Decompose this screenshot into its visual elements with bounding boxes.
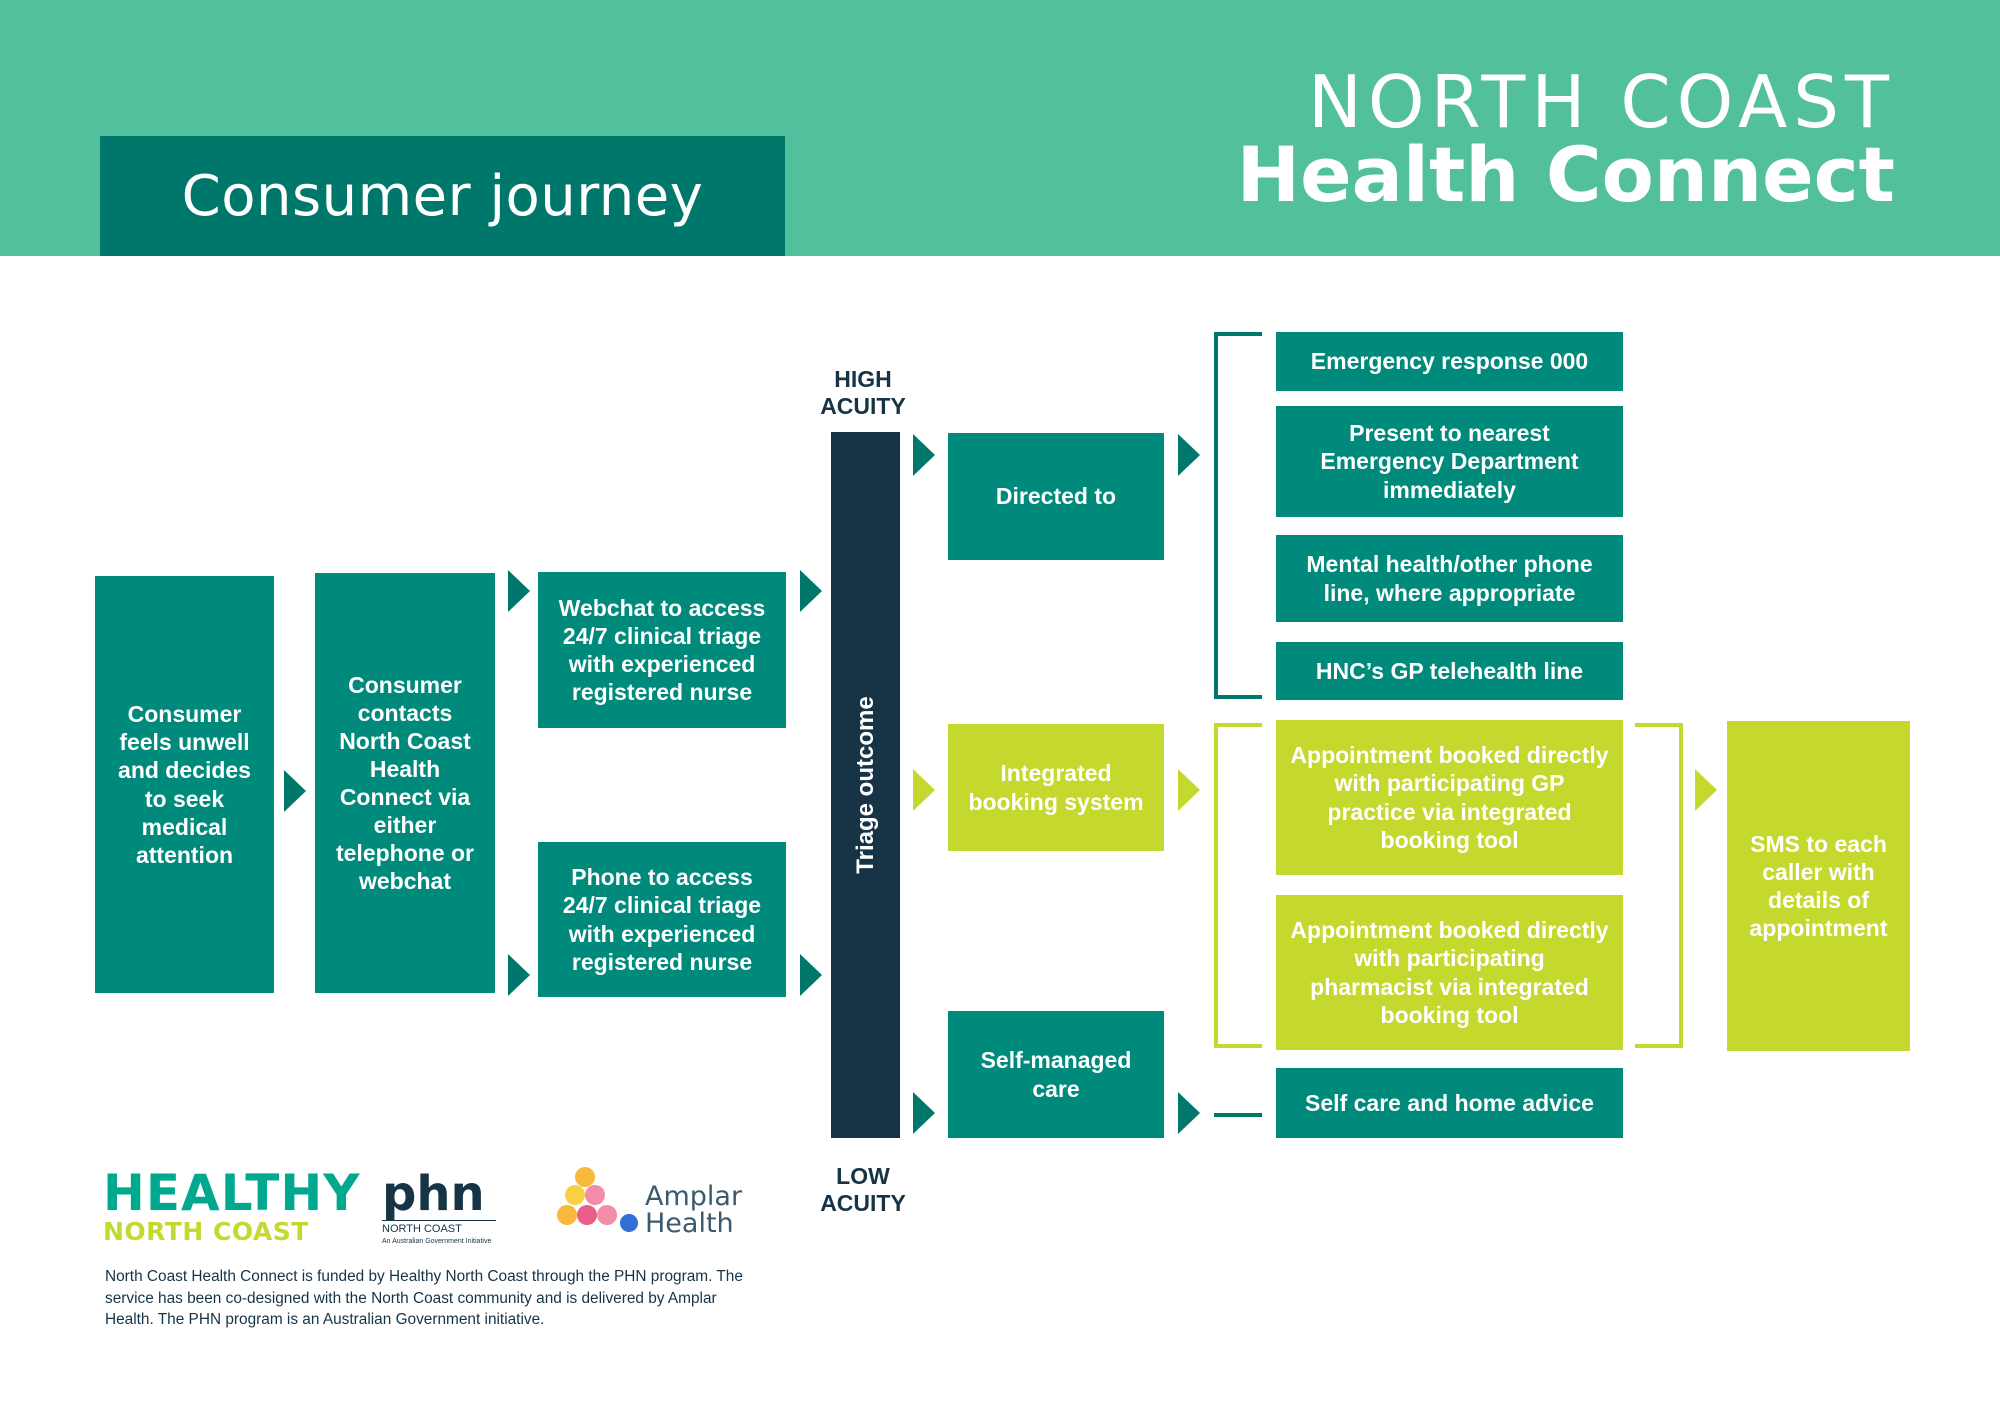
outcome-self-managed-label: Self-managed care xyxy=(980,1047,1132,1102)
dest-mental-health-label: Mental health/other phone line, where ap… xyxy=(1306,551,1593,606)
step-webchat-label: Webchat to access 24/7 clinical triage w… xyxy=(558,594,766,706)
dest-self-care: Self care and home advice xyxy=(1276,1068,1623,1138)
arrow-triage-to-directed xyxy=(913,434,935,476)
phn-logo: phn NORTH COAST An Australian Government… xyxy=(382,1170,512,1247)
arrow-webchat-to-triage xyxy=(800,570,822,612)
amplar-logo-text: Amplar xyxy=(645,1181,743,1212)
dest-pharmacist-booking: Appointment booked directly with partici… xyxy=(1276,895,1623,1050)
step-start: Consumer feels unwell and decides to see… xyxy=(95,576,274,993)
amplar-logo-icon xyxy=(557,1167,638,1232)
triage-outcome-bar xyxy=(831,432,900,1138)
dest-self-care-label: Self care and home advice xyxy=(1305,1089,1594,1116)
outcome-integrated-label: Integrated booking system xyxy=(968,760,1144,815)
step-start-label: Consumer feels unwell and decides to see… xyxy=(118,701,251,868)
dest-emergency-department: Present to nearest Emergency Department … xyxy=(1276,406,1623,517)
outcome-directed: Directed to xyxy=(948,433,1164,560)
dest-gp-telehealth-label: HNC’s GP telehealth line xyxy=(1315,657,1584,684)
low-acuity-label: LOW ACUITY xyxy=(820,1163,906,1217)
arrow-bookings-to-sms xyxy=(1695,769,1717,811)
arrow-triage-to-self-managed xyxy=(913,1092,935,1134)
north-coast-logo-text: NORTH COAST xyxy=(103,1217,309,1246)
arrow-triage-to-integrated xyxy=(913,769,935,811)
dest-gp-booking: Appointment booked directly with partici… xyxy=(1276,720,1623,875)
arrow-directed-to-options xyxy=(1178,434,1200,476)
step-phone: Phone to access 24/7 clinical triage wit… xyxy=(538,842,786,997)
health-logo-text: Health xyxy=(645,1208,734,1239)
phn-tagline: An Australian Government Initiative xyxy=(382,1238,492,1246)
arrow-to-phone xyxy=(508,954,530,996)
page-title: Consumer journey xyxy=(181,163,704,229)
dest-pharmacist-booking-label: Appointment booked directly with partici… xyxy=(1290,917,1609,1028)
arrow-to-webchat xyxy=(508,570,530,612)
brand-name-line2: Health Connect xyxy=(1236,130,1895,219)
step-contact-label: Consumer contacts North Coast Health Con… xyxy=(335,671,474,895)
arrow-integrated-to-options xyxy=(1178,769,1200,811)
funding-note: North Coast Health Connect is funded by … xyxy=(105,1268,743,1329)
dest-emergency-department-label: Present to nearest Emergency Department … xyxy=(1320,420,1579,503)
dest-mental-health: Mental health/other phone line, where ap… xyxy=(1276,535,1623,622)
phn-logo-text: phn xyxy=(382,1166,485,1222)
step-webchat: Webchat to access 24/7 clinical triage w… xyxy=(538,572,786,728)
arrow-start-to-contact xyxy=(284,770,306,812)
phn-region-text: NORTH COAST xyxy=(382,1220,496,1236)
dest-sms: SMS to each caller with details of appoi… xyxy=(1727,721,1910,1051)
bracket-directed xyxy=(1214,332,1262,699)
dest-sms-label: SMS to each caller with details of appoi… xyxy=(1749,830,1888,942)
dest-emergency-000: Emergency response 000 xyxy=(1276,332,1623,391)
high-acuity-label: HIGH ACUITY xyxy=(820,366,906,420)
dest-emergency-000-label: Emergency response 000 xyxy=(1310,348,1589,375)
title-banner: Consumer journey xyxy=(100,136,785,256)
outcome-integrated: Integrated booking system xyxy=(948,724,1164,851)
step-contact: Consumer contacts North Coast Health Con… xyxy=(315,573,495,993)
dest-gp-telehealth: HNC’s GP telehealth line xyxy=(1276,642,1623,700)
healthy-logo-text: HEALTHY xyxy=(103,1164,361,1222)
arrow-self-managed-to-options xyxy=(1178,1092,1200,1134)
triage-outcome-label: Triage outcome xyxy=(852,696,879,874)
bracket-integrated xyxy=(1214,723,1262,1048)
healthy-north-coast-logo: HEALTHY NORTH COAST xyxy=(103,1164,361,1246)
arrow-phone-to-triage xyxy=(800,954,822,996)
step-phone-label: Phone to access 24/7 clinical triage wit… xyxy=(562,864,762,975)
outcome-directed-label: Directed to xyxy=(995,483,1117,510)
bracket-bookings-to-sms xyxy=(1635,723,1683,1048)
amplar-health-logo: Amplar Health xyxy=(555,1165,755,1241)
outcome-self-managed: Self-managed care xyxy=(948,1011,1164,1138)
brand-name-line1: NORTH COAST xyxy=(1308,60,1895,144)
connector-self-managed xyxy=(1214,1113,1262,1117)
dest-gp-booking-label: Appointment booked directly with partici… xyxy=(1290,742,1609,853)
